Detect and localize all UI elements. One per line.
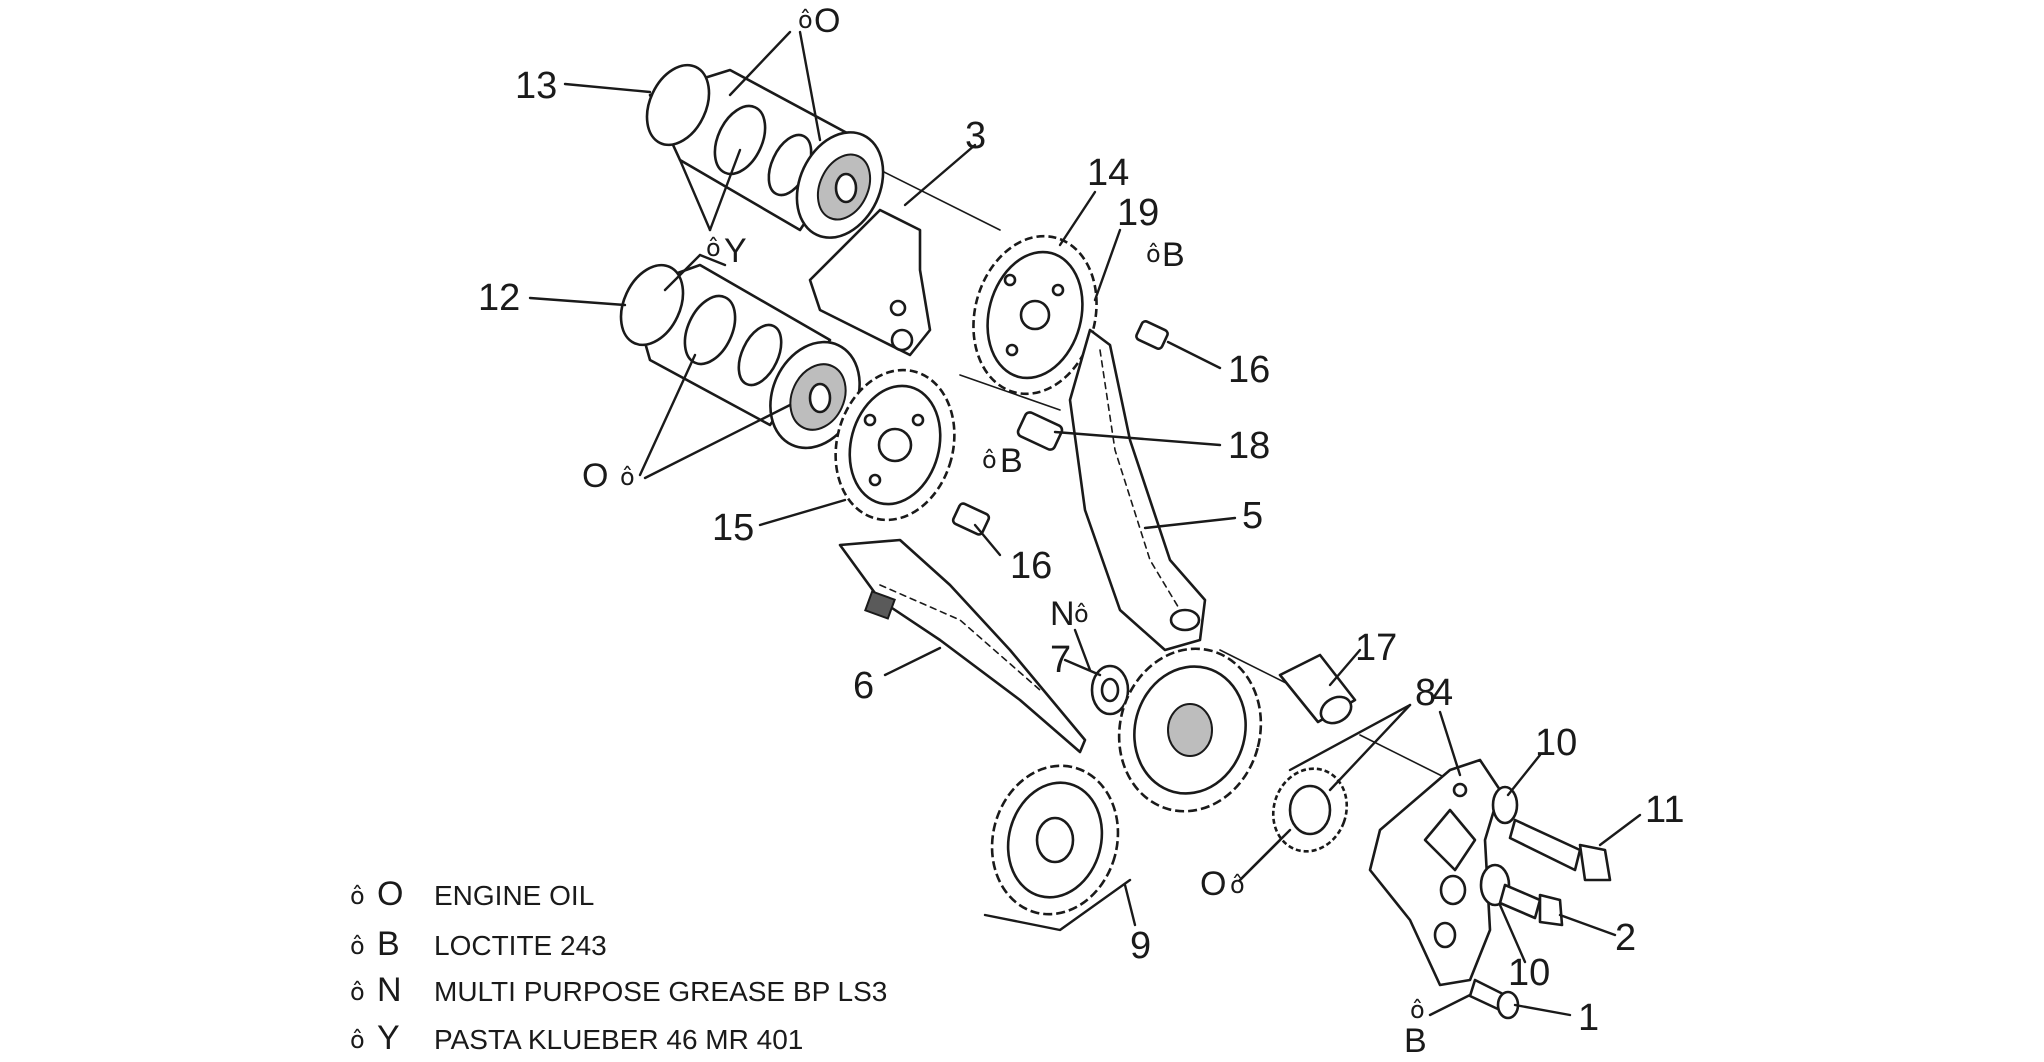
cam-bracket	[808, 208, 932, 357]
bolt-2	[1498, 883, 1564, 927]
callout-5: 5	[1242, 495, 1263, 537]
screw-16-upper	[1135, 320, 1169, 350]
callout-19: 19	[1117, 192, 1159, 234]
marker-o-top: O	[814, 2, 840, 40]
marker-b-bottom: B	[1404, 1022, 1427, 1060]
drop-icon: ô	[1074, 600, 1089, 628]
upper-camshaft	[645, 63, 885, 239]
legend-row: ô O ENGINE OIL	[350, 875, 594, 913]
callout-2: 2	[1615, 917, 1636, 959]
pin-18	[1016, 411, 1064, 451]
legend-row: ô B LOCTITE 243	[350, 925, 607, 963]
washer-7	[1090, 664, 1130, 716]
callout-1: 1	[1578, 997, 1599, 1039]
callout-6: 6	[853, 665, 874, 707]
marker-b-mid: B	[1000, 442, 1023, 480]
callout-4: 4	[1432, 672, 1453, 714]
lower-camshaft	[619, 263, 861, 450]
callout-10-lower: 10	[1508, 952, 1550, 994]
callout-9: 9	[1130, 925, 1151, 967]
legend-row: ô Y PASTA KLUEBER 46 MR 401	[350, 1019, 803, 1057]
drop-icon: ô	[1410, 996, 1425, 1024]
marker-y-mid: Y	[724, 232, 747, 270]
drop-icon: ô	[620, 463, 635, 491]
callout-17: 17	[1355, 627, 1397, 669]
callout-numbers: 13 12 3 14 19 16 18 5 15 16 6 7 9 17 8 4…	[478, 65, 1684, 1039]
callout-13: 13	[515, 65, 557, 107]
bushing-17	[1278, 653, 1357, 725]
upper-sprocket	[972, 234, 1098, 396]
callout-8: 8	[1415, 672, 1436, 714]
drop-icon: ô	[350, 932, 365, 960]
drop-icon: ô	[798, 6, 813, 34]
roller-bearing-8	[1271, 767, 1349, 853]
legend-label: ENGINE OIL	[434, 880, 594, 911]
washer-10-upper	[1491, 785, 1519, 825]
lower-sprocket	[834, 368, 956, 522]
drop-icon: ô	[982, 446, 997, 474]
callout-16-upper: 16	[1228, 349, 1270, 391]
gear-9-bracket-line	[983, 878, 1132, 932]
callout-15: 15	[712, 507, 754, 549]
screw-1	[1468, 978, 1520, 1020]
legend-symbol: Y	[377, 1019, 400, 1057]
callout-12: 12	[478, 277, 520, 319]
legend: ô O ENGINE OIL ô B LOCTITE 243 ô N MULTI…	[350, 875, 887, 1057]
drop-icon: ô	[1146, 240, 1161, 268]
plate-4	[1368, 758, 1502, 987]
legend-symbol: O	[377, 875, 403, 913]
drop-icon: ô	[350, 882, 365, 910]
legend-label: PASTA KLUEBER 46 MR 401	[434, 1024, 803, 1055]
screw-16-lower	[951, 502, 991, 536]
marker-b-upper: B	[1162, 236, 1185, 274]
drop-icon: ô	[350, 1026, 365, 1054]
callout-11: 11	[1645, 789, 1684, 831]
lubricant-markers: ô O ô Y O ô ô B ô B N ô O ô ô B	[582, 2, 1427, 1060]
leader-lines	[528, 30, 1642, 1017]
marker-o-left: O	[582, 457, 608, 495]
callout-14: 14	[1087, 152, 1129, 194]
gear-9-rear	[990, 764, 1120, 916]
drop-icon: ô	[350, 978, 365, 1006]
drop-icon: ô	[1230, 871, 1245, 899]
guide-rail	[838, 538, 1087, 754]
legend-symbol: B	[377, 925, 400, 963]
legend-row: ô N MULTI PURPOSE GREASE BP LS3	[350, 971, 887, 1009]
marker-n-mid: N	[1050, 595, 1075, 633]
callout-3: 3	[965, 115, 986, 157]
drop-icon: ô	[706, 234, 721, 262]
callout-18: 18	[1228, 425, 1270, 467]
gear-9-front	[1117, 647, 1263, 813]
bolt-11	[1508, 818, 1612, 882]
callout-10-upper: 10	[1535, 722, 1577, 764]
marker-o-bottom: O	[1200, 865, 1226, 903]
callout-16-lower: 16	[1010, 545, 1052, 587]
legend-label: MULTI PURPOSE GREASE BP LS3	[434, 976, 887, 1007]
legend-label: LOCTITE 243	[434, 930, 607, 961]
chain-guide	[1068, 328, 1207, 652]
legend-symbol: N	[377, 971, 402, 1009]
callout-7: 7	[1050, 639, 1071, 681]
